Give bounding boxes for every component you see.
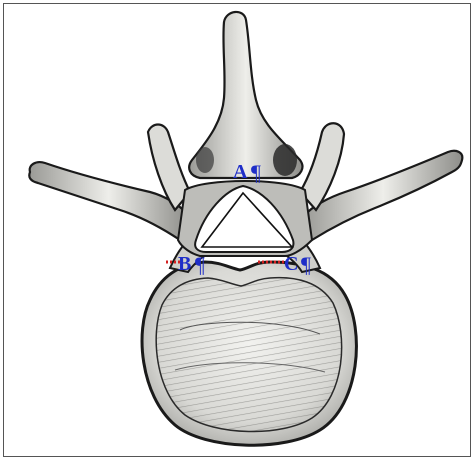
point-b-mark: ¶ bbox=[195, 252, 205, 277]
point-c: C ¶ bbox=[284, 252, 311, 277]
point-c-label: C bbox=[284, 253, 298, 275]
point-a: A ¶ bbox=[233, 160, 261, 185]
point-b-label: B bbox=[178, 253, 191, 275]
vertebral-body bbox=[142, 262, 356, 445]
point-c-mark: ¶ bbox=[301, 252, 311, 277]
point-a-label: A bbox=[233, 161, 248, 183]
point-a-mark: ¶ bbox=[251, 160, 261, 185]
